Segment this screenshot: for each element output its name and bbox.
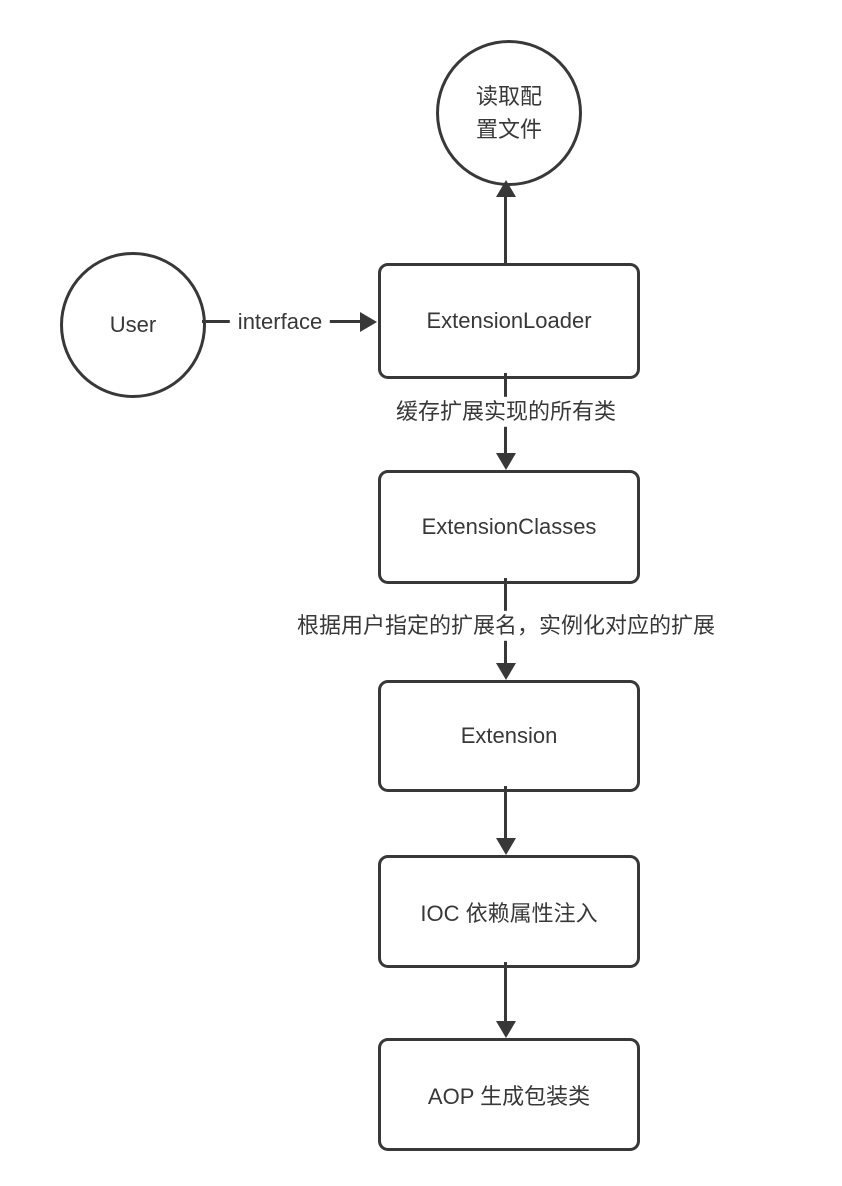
edge-label-interface: interface [229,306,331,338]
node-config-file-label: 读取配置文件 [475,84,542,142]
edge-label-instantiate: 根据用户指定的扩展名，实例化对应的扩展 [288,610,724,642]
node-extension-loader-label: ExtensionLoader [426,308,592,333]
node-aop-label: AOP 生成包装类 [427,1083,591,1109]
node-extension: Extension [378,680,640,792]
edge-ioc-to-aop-line [504,962,507,1023]
node-extension-classes-label: ExtensionClasses [421,514,597,539]
node-user-label: User [109,312,157,337]
node-extension-classes: ExtensionClasses [378,470,640,584]
node-user: User [60,252,206,398]
node-ioc: IOC 依赖属性注入 [378,855,640,968]
node-ioc-label: IOC 依赖属性注入 [420,900,598,926]
arrowhead-down-icon [496,663,516,680]
node-extension-label: Extension [460,723,558,748]
arrowhead-up-icon [496,180,516,197]
arrowhead-down-icon [496,1021,516,1038]
edge-label-cache-classes: 缓存扩展实现的所有类 [387,396,625,428]
edge-extension-to-ioc-line [504,786,507,840]
node-config-file: 读取配置文件 [436,40,582,186]
arrowhead-down-icon [496,453,516,470]
arrowhead-right-icon [360,312,377,332]
arrowhead-down-icon [496,838,516,855]
node-aop: AOP 生成包装类 [378,1038,640,1151]
edge-loader-to-config-line [504,194,507,264]
node-extension-loader: ExtensionLoader [378,263,640,379]
